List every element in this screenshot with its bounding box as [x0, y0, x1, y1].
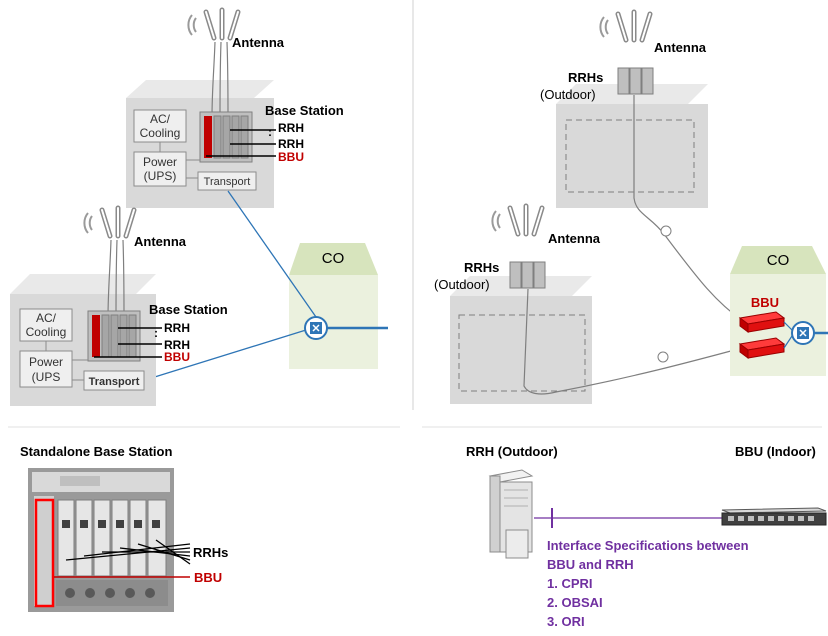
rrh-outdoor-unit [488, 469, 534, 559]
bbu-unit-lower [738, 337, 786, 359]
interface-spec-line1: Interface Specifications between [547, 538, 749, 553]
left-bottom-antenna-label: Antenna [134, 234, 187, 249]
rrh-dots-top: : [268, 125, 272, 139]
right-co-label: CO [767, 252, 790, 269]
right-bottom-outdoor-label: (Outdoor) [434, 277, 490, 292]
right-bottom-rrhs-label: RRHs [464, 260, 499, 275]
transport-box-top: Transport [197, 171, 257, 191]
rrh-dots-bottom: : [154, 326, 158, 340]
bbu-label-top: BBU [278, 150, 304, 164]
left-co-building [289, 243, 378, 369]
left-top-antenna [188, 10, 238, 119]
rack-bottom [87, 310, 141, 362]
fiber-splice-top [660, 225, 672, 237]
bbu-indoor-unit [721, 507, 827, 526]
svg-text:Cooling: Cooling [26, 325, 67, 339]
right-top-antenna [600, 12, 654, 95]
base-station-label-bottom: Base Station [149, 302, 228, 317]
fiber-link-bottom [144, 329, 307, 381]
rrh-label-top-2: RRH [278, 137, 304, 151]
svg-text:Transport: Transport [89, 376, 140, 388]
right-bottom-antenna-label: Antenna [548, 231, 601, 246]
svg-text:Power: Power [29, 355, 63, 369]
standalone-rrh-pointers [65, 539, 191, 565]
rrh-label-bottom-2: RRH [164, 338, 190, 352]
standalone-title: Standalone Base Station [20, 444, 172, 459]
rrh-label-bottom-1: RRH [164, 321, 190, 335]
rrh-label-top-1: RRH [278, 121, 304, 135]
power-ups-box-top: Power (UPS) [133, 151, 187, 187]
right-top-outdoor-label: (Outdoor) [540, 87, 596, 102]
right-top-antenna-label: Antenna [654, 40, 707, 55]
svg-text:(UPS): (UPS) [144, 169, 177, 183]
interface-spec-line2: BBU and RRH [547, 557, 634, 572]
interface-item-obsai: 2. OBSAI [547, 595, 603, 610]
right-bottom-building [450, 276, 592, 404]
fiber-splice-bottom [657, 351, 669, 363]
ac-cooling-box-top: AC/ Cooling [133, 109, 187, 143]
power-ups-box-bottom: Power (UPS [19, 350, 73, 388]
bbu-indoor-title: BBU (Indoor) [735, 444, 816, 459]
standalone-bbu-label: BBU [194, 570, 222, 585]
left-co-label: CO [322, 250, 345, 267]
ac-cooling-box-bottom: AC/ Cooling [19, 308, 73, 342]
bbu-label-bottom: BBU [164, 350, 190, 364]
left-top-antenna-label: Antenna [232, 35, 285, 50]
fiber-link-top [227, 190, 317, 318]
svg-text:Cooling: Cooling [140, 126, 181, 140]
base-station-label-top: Base Station [265, 103, 344, 118]
svg-text:(UPS: (UPS [32, 370, 61, 384]
bbu-unit-upper [738, 311, 786, 333]
standalone-rrhs-label: RRHs [193, 545, 228, 560]
right-top-rrhs-label: RRHs [568, 70, 603, 85]
standalone-rack-photo [28, 468, 174, 612]
right-bottom-antenna [492, 206, 546, 289]
transport-box-bottom: Transport [83, 370, 145, 391]
svg-text:Transport: Transport [204, 176, 251, 188]
svg-text:AC/: AC/ [150, 112, 171, 126]
fiber-bottom-site [523, 288, 743, 395]
svg-text:Power: Power [143, 155, 177, 169]
right-co-bbu-label: BBU [751, 295, 779, 310]
co-switch-icon [304, 316, 328, 340]
rrh-outdoor-title: RRH (Outdoor) [466, 444, 558, 459]
svg-text:AC/: AC/ [36, 311, 57, 325]
right-co-switch-icon [791, 321, 815, 345]
interface-item-ori: 3. ORI [547, 614, 585, 629]
rack-top [199, 111, 253, 163]
interface-item-cpri: 1. CPRI [547, 576, 593, 591]
right-top-building [556, 84, 708, 208]
